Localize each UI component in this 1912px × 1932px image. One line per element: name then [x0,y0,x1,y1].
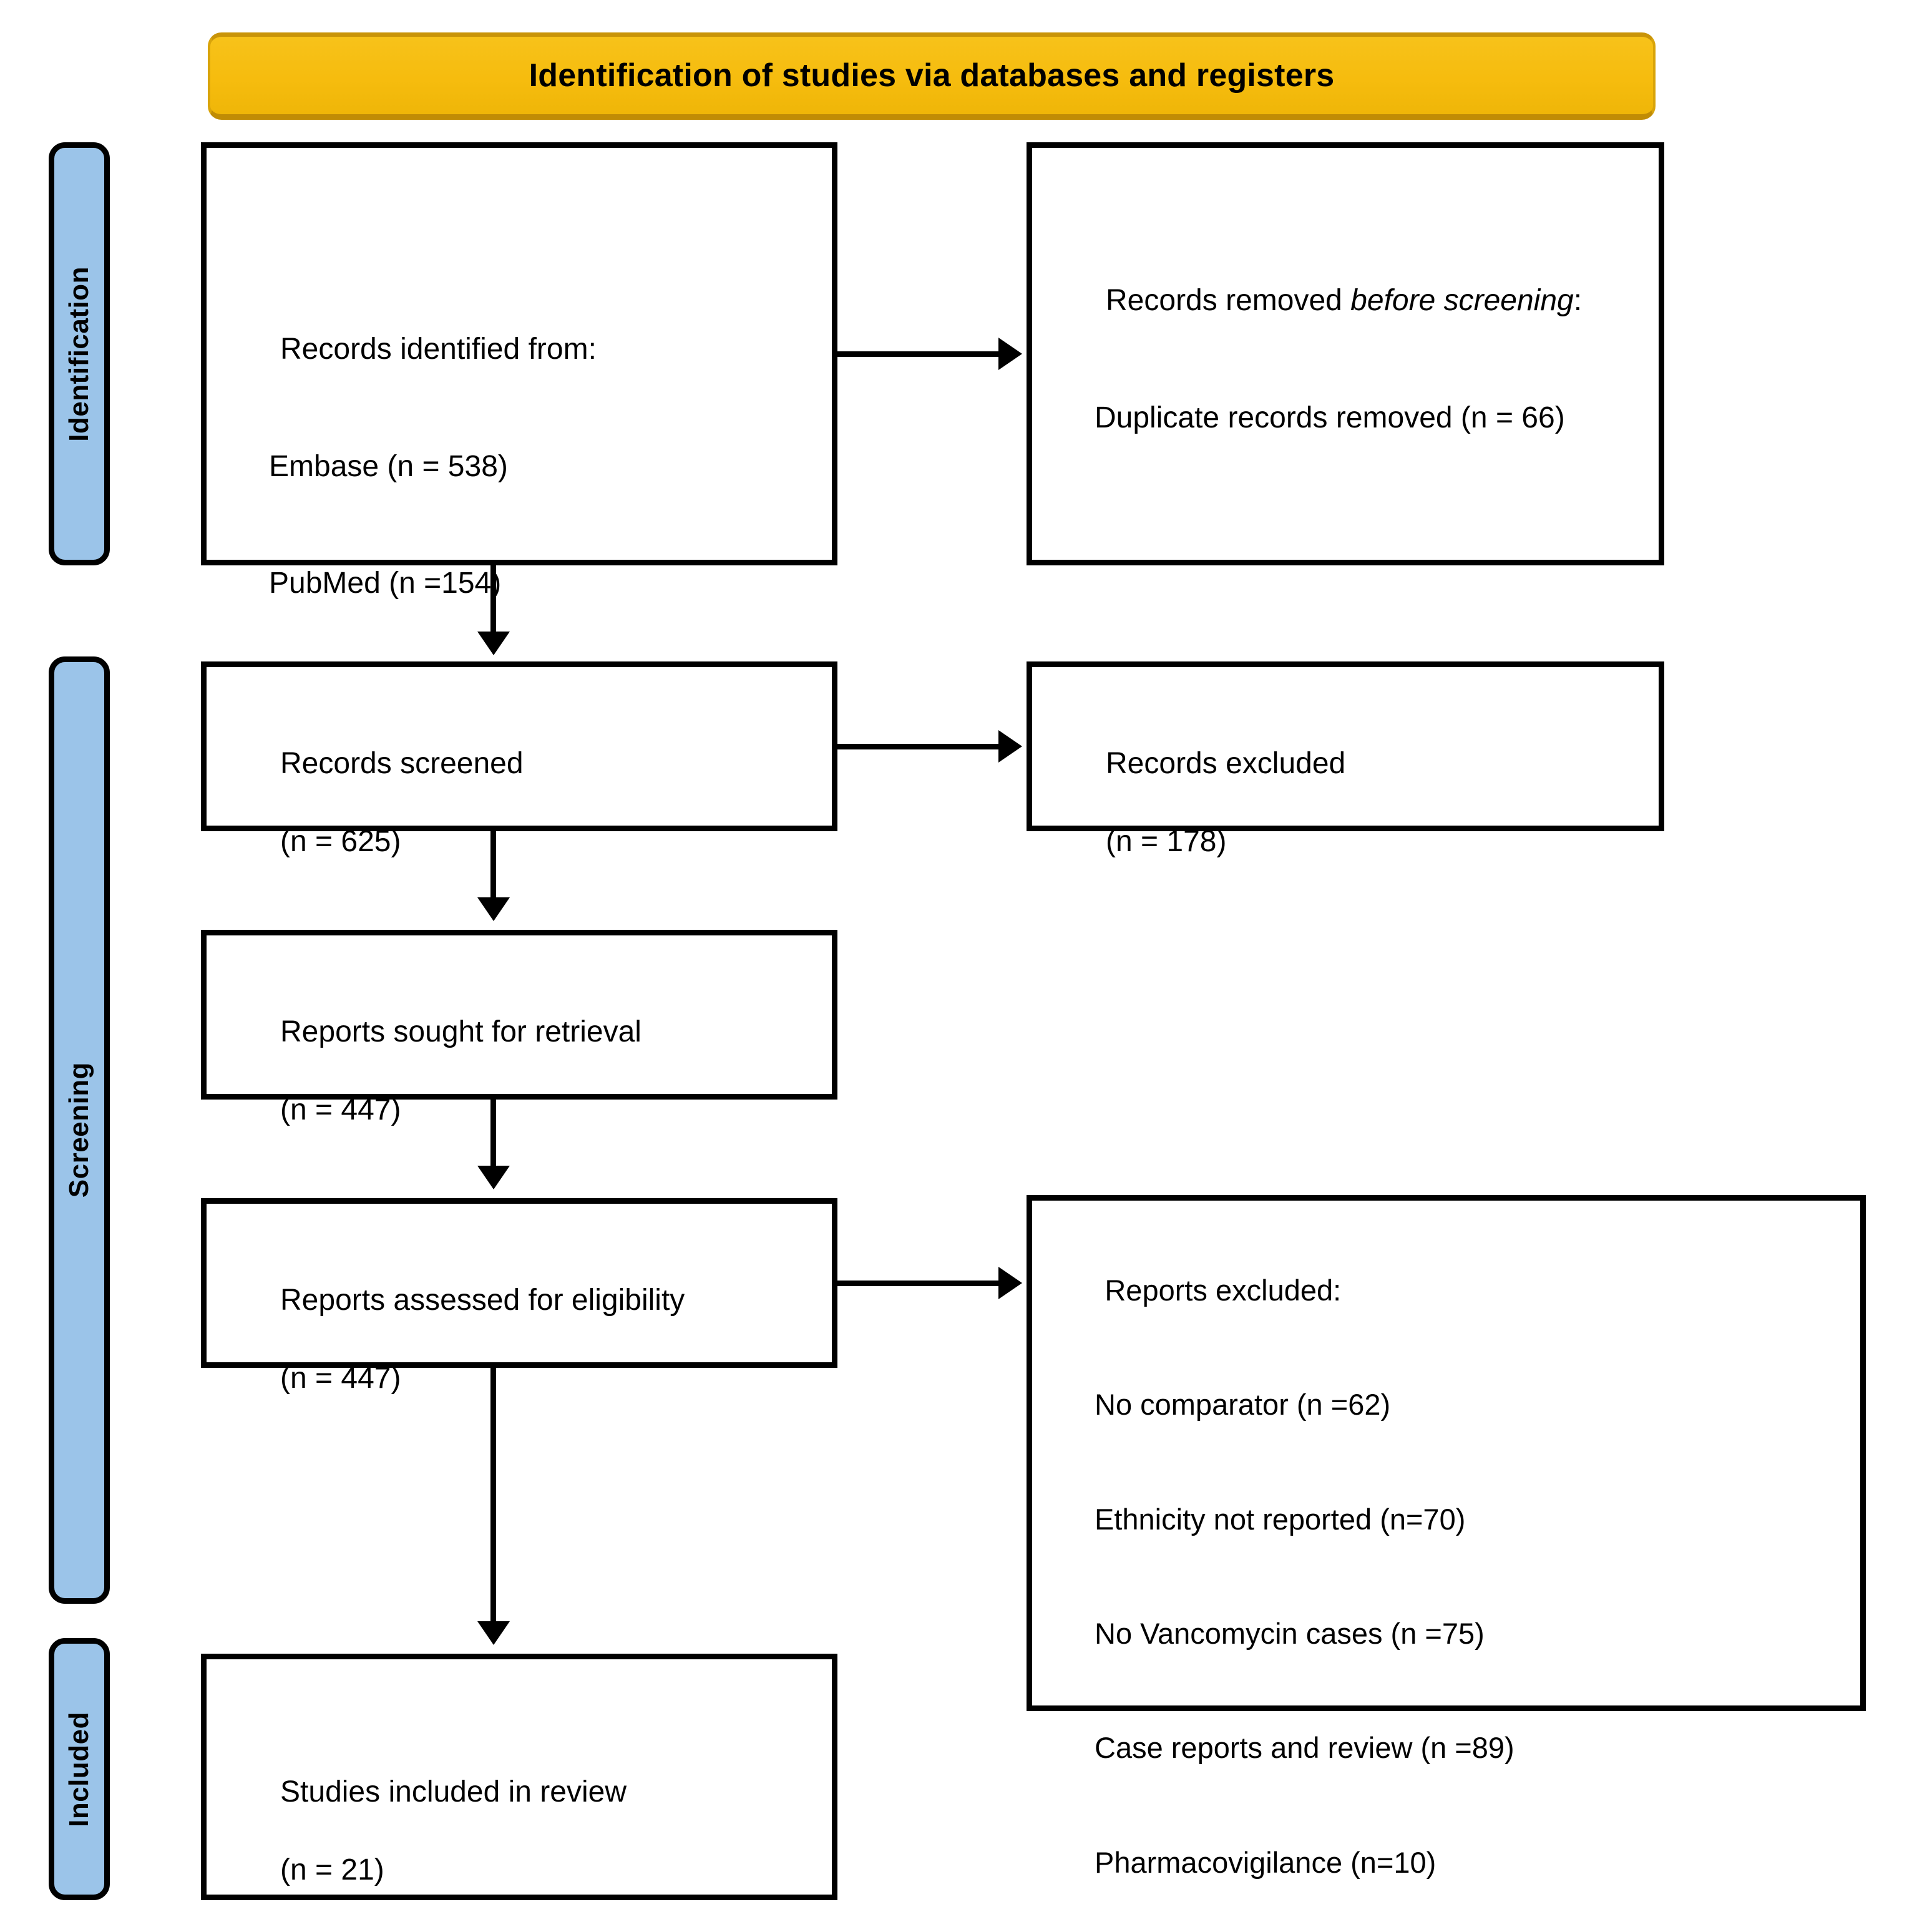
box-studies-included-text: Studies included in review (n = 21) [230,1734,821,1929]
reports-excluded-reason: No Vancomycin cases (n =75) [1095,1616,1485,1650]
stage-label-screening: Screening [64,1062,94,1198]
arrowhead-right-icon [998,338,1022,370]
records-identified-heading: Records identified from: [280,333,597,366]
connector-assessed-to-included [490,1368,496,1627]
box-records-removed-before-screening: Records removed before screening: Duplic… [1027,142,1664,565]
connector-screened-to-sought [490,831,496,904]
records-identified-source-pubmed: PubMed (n =154) [269,566,502,600]
box-reports-assessed-text: Reports assessed for eligibility (n = 44… [230,1242,821,1437]
studies-included-count: (n = 21) [280,1853,384,1887]
reports-excluded-reason: Case reports and review (n =89) [1095,1731,1514,1765]
box-records-excluded: Records excluded (n = 178) [1027,661,1664,858]
records-removed-heading-italic: before screening [1350,284,1574,318]
connector-screened-to-records-excluded [837,744,1001,749]
records-excluded-count: (n = 178) [1106,825,1227,859]
reports-assessed-heading: Reports assessed for eligibility [280,1284,685,1317]
reports-excluded-heading: Reports excluded: [1105,1274,1342,1307]
reports-sought-count: (n = 447) [280,1093,401,1127]
arrowhead-down-icon [477,897,510,921]
stage-label-identification: Identification [64,266,94,442]
diagram-title: Identification of studies via databases … [529,57,1335,94]
stage-bar-identification: Identification [49,142,110,565]
connector-identified-to-screened [490,565,496,638]
box-studies-included-in-review: Studies included in review (n = 21) [201,1654,837,1900]
records-removed-duplicates: Duplicate records removed (n = 66) [1095,401,1565,434]
box-reports-assessed-for-eligibility: Reports assessed for eligibility (n = 44… [201,1198,837,1395]
box-records-screened-text: Records screened (n = 625) [230,706,821,900]
box-reports-sought-text: Reports sought for retrieval (n = 447) [230,974,821,1169]
box-reports-sought-for-retrieval: Reports sought for retrieval (n = 447) [201,930,837,1126]
connector-sought-to-assessed [490,1100,496,1172]
reports-excluded-reason: No comparator (n =62) [1095,1388,1391,1422]
arrowhead-down-icon [477,1166,510,1189]
arrowhead-down-icon [477,632,510,655]
records-removed-heading-colon: : [1573,284,1583,318]
connector-identified-to-removed [837,351,1001,357]
box-records-identified-text: Records identified from: Embase (n = 538… [230,291,821,681]
arrowhead-right-icon [998,730,1022,763]
box-records-removed-text: Records removed before screening: Duplic… [1056,243,1647,515]
reports-assessed-count: (n = 447) [280,1362,401,1395]
connector-assessed-to-reports-excluded [837,1281,1001,1286]
reports-excluded-reason: Ethnicity not reported (n=70) [1095,1502,1466,1536]
records-excluded-heading: Records excluded [1106,747,1346,781]
records-screened-heading: Records screened [280,747,524,781]
diagram-header-banner: Identification of studies via databases … [208,32,1656,120]
box-records-identified: Records identified from: Embase (n = 538… [201,142,837,600]
box-records-screened: Records screened (n = 625) [201,661,837,858]
stage-bar-included: Included [49,1638,110,1900]
stage-bar-screening: Screening [49,656,110,1604]
records-identified-source-embase: Embase (n = 538) [269,449,508,483]
arrowhead-right-icon [998,1267,1022,1299]
box-reports-excluded-text: Reports excluded: No comparator (n =62) … [1056,1233,1849,1932]
stage-label-included: Included [64,1711,94,1827]
box-reports-excluded: Reports excluded: No comparator (n =62) … [1027,1195,1866,1879]
records-removed-heading-plain: Records removed [1106,284,1351,318]
reports-excluded-reason: Pharmacovigilance (n=10) [1095,1845,1436,1879]
studies-included-heading: Studies included in review [280,1775,627,1809]
reports-sought-heading: Reports sought for retrieval [280,1015,641,1049]
arrowhead-down-icon [477,1621,510,1645]
records-screened-count: (n = 625) [280,825,401,859]
box-records-excluded-text: Records excluded (n = 178) [1056,706,1647,900]
